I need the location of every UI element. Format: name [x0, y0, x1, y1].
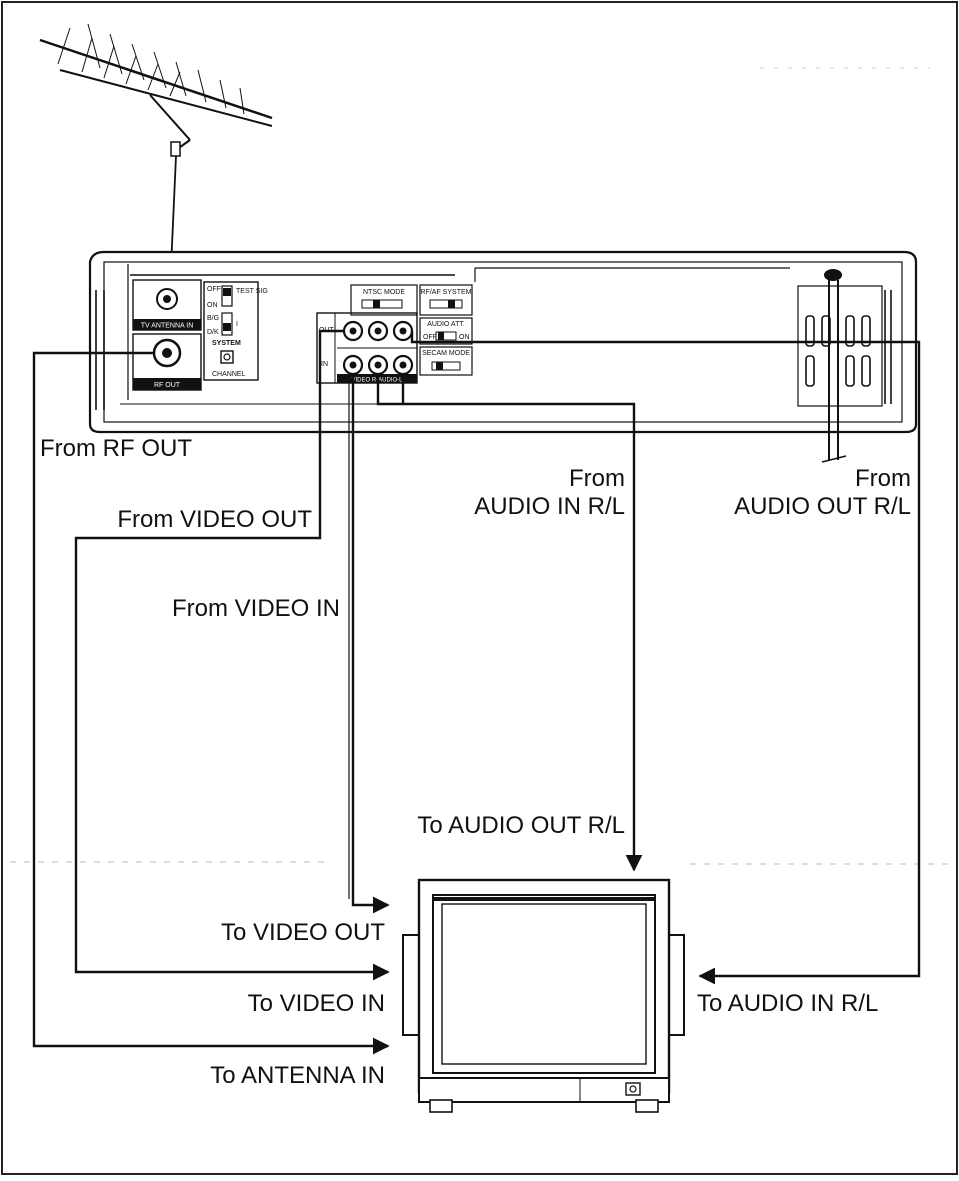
test-sig-label: TEST SIG [236, 288, 268, 295]
cable-video-out-to-video-in [74, 329, 390, 981]
secam-mode-label: SECAM MODE [422, 350, 470, 357]
cable-video-in-from-video-out [351, 374, 390, 914]
rf-out-label: RF OUT [154, 382, 181, 389]
cable-audio-out-to-audio-in [410, 331, 921, 985]
rf-af-system-panel [419, 284, 473, 316]
audio-in-l-jack [392, 354, 414, 376]
label-from-audio-in-line2: AUDIO IN R/L [474, 493, 625, 520]
system-label: SYSTEM [212, 340, 241, 347]
audio-out-l-jack [392, 320, 414, 342]
rf-af-system-label: RF/AF SYSTEM [421, 289, 472, 296]
label-from-rf-out: From RF OUT [40, 435, 192, 462]
vent-slots [95, 285, 892, 410]
vcr-rear-panel: TV ANTENNA IN RF OUT OFF ON TEST SIG B/G… [88, 250, 918, 463]
audio-att-on: ON [459, 334, 470, 341]
tv-foot-left [429, 1099, 453, 1113]
ntsc-mode-label: NTSC MODE [363, 289, 405, 296]
label-from-video-out: From VIDEO OUT [117, 506, 312, 533]
switch-b-bottom: D/K [207, 329, 219, 336]
tv-screen [441, 903, 647, 1065]
audio-out-r-jack [367, 320, 389, 342]
label-to-audio-out: To AUDIO OUT R/L [417, 812, 625, 839]
label-from-video-in: From VIDEO IN [172, 595, 340, 622]
secam-mode-panel [419, 346, 473, 376]
label-to-antenna-in: To ANTENNA IN [210, 1062, 385, 1089]
antenna-in-label: TV ANTENNA IN [141, 323, 194, 330]
label-to-video-out: To VIDEO OUT [221, 919, 385, 946]
video-in-jack [342, 354, 364, 376]
cable-audio-in-from-audio-out [376, 374, 643, 872]
audio-in-r-jack [367, 354, 389, 376]
label-from-audio-in-line1: From [569, 465, 625, 492]
power-cord-icon [821, 269, 847, 463]
switch-b-right: I [236, 321, 238, 328]
cable-rf-to-antenna-in [32, 351, 390, 1055]
label-to-audio-in: To AUDIO IN R/L [697, 990, 878, 1017]
system-switch-block [203, 281, 259, 381]
switch-b-top: B/G [207, 315, 219, 322]
antenna-icon [39, 23, 273, 291]
channel-knob [220, 350, 234, 364]
switch-a-on: ON [207, 302, 218, 309]
label-to-video-in: To VIDEO IN [248, 990, 385, 1017]
tv-set [402, 878, 685, 1113]
video-out-jack [342, 320, 364, 342]
audio-att-off: OFF [423, 334, 437, 341]
in-label: IN [321, 361, 328, 368]
channel-label: CHANNEL [212, 371, 246, 378]
audio-att-panel [419, 317, 473, 345]
tv-power-button [625, 1082, 641, 1096]
label-from-audio-out-line1: From [855, 465, 911, 492]
ntsc-mode-panel [350, 284, 418, 316]
tv-foot-right [635, 1099, 659, 1113]
switch-a-off: OFF [207, 286, 221, 293]
label-from-audio-out-line2: AUDIO OUT R/L [734, 493, 911, 520]
audio-att-label: AUDIO ATT. [427, 321, 465, 328]
